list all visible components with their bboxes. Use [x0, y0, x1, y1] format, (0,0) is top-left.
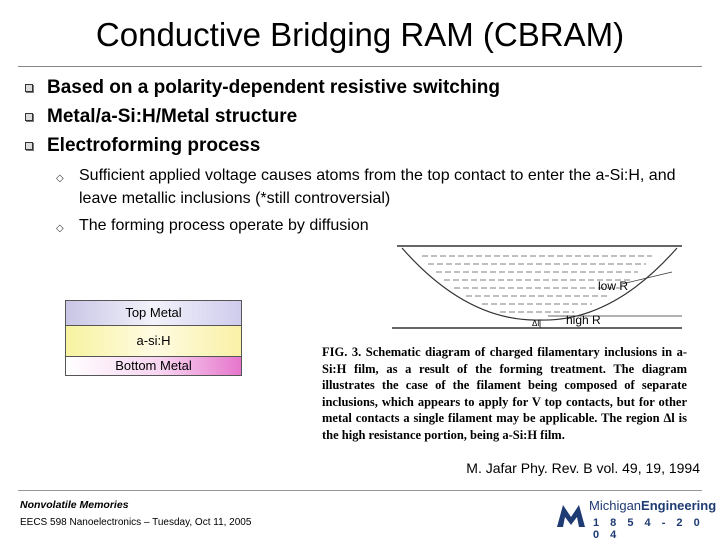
filament-schematic: low R high R Δl — [392, 245, 682, 329]
logo-wordmark: MichiganEngineering — [589, 498, 716, 513]
sub-bullet-text: Sufficient applied voltage causes atoms … — [79, 167, 676, 207]
title-divider — [18, 66, 702, 67]
logo-word-engineering: Engineering — [641, 498, 717, 513]
logo-years: 1 8 5 4 - 2 0 0 4 — [593, 517, 704, 541]
sub-bullet-item: ◇ Sufficient applied voltage causes atom… — [56, 164, 689, 210]
low-r-label: low R — [598, 279, 628, 293]
sub-bullet-text: The forming process operate by diffusion — [79, 217, 369, 234]
footer-divider — [18, 490, 702, 491]
footer-course: Nonvolatile Memories EECS 598 Nanoelectr… — [20, 499, 251, 528]
layer-stack-diagram: Top Metal a-si:H Bottom Metal — [65, 300, 242, 376]
bullet-text: Electroforming process — [47, 135, 261, 156]
bullet-text: Metal/a-Si:H/Metal structure — [47, 106, 298, 127]
bullet-item: Electroforming process — [22, 131, 702, 160]
block-m-icon — [557, 505, 585, 527]
figure-caption: FIG. 3. Schematic diagram of charged fil… — [322, 345, 687, 442]
bullet-list: Based on a polarity-dependent resistive … — [22, 73, 702, 241]
square-bullet-icon — [25, 142, 33, 150]
bullet-text: Based on a polarity-dependent resistive … — [47, 77, 500, 98]
bullet-item: Metal/a-Si:H/Metal structure — [22, 102, 702, 131]
sub-bullet-item: ◇ The forming process operate by diffusi… — [56, 214, 689, 237]
michigan-engineering-logo: MichiganEngineering 1 8 5 4 - 2 0 0 4 — [555, 495, 716, 541]
bottom-metal-layer: Bottom Metal — [65, 356, 242, 376]
logo-word-michigan: Michigan — [589, 498, 642, 513]
filament-figure: low R high R Δl FIG. 3. Schematic diagra… — [322, 232, 712, 447]
diamond-bullet-icon: ◇ — [56, 223, 64, 234]
course-title: Nonvolatile Memories — [20, 499, 129, 511]
square-bullet-icon — [25, 113, 33, 121]
high-r-label: high R — [566, 313, 601, 327]
delta-l-label: Δl — [532, 319, 539, 328]
top-metal-layer: Top Metal — [65, 300, 242, 326]
diamond-bullet-icon: ◇ — [56, 173, 64, 184]
sub-bullet-list: ◇ Sufficient applied voltage causes atom… — [22, 164, 702, 237]
citation: M. Jafar Phy. Rev. B vol. 49, 19, 1994 — [466, 460, 700, 476]
course-info: EECS 598 Nanoelectronics – Tuesday, Oct … — [20, 517, 252, 528]
square-bullet-icon — [25, 84, 33, 92]
slide-title: Conductive Bridging RAM (CBRAM) — [95, 16, 625, 53]
a-si-h-layer: a-si:H — [65, 325, 242, 357]
bullet-item: Based on a polarity-dependent resistive … — [22, 73, 702, 102]
